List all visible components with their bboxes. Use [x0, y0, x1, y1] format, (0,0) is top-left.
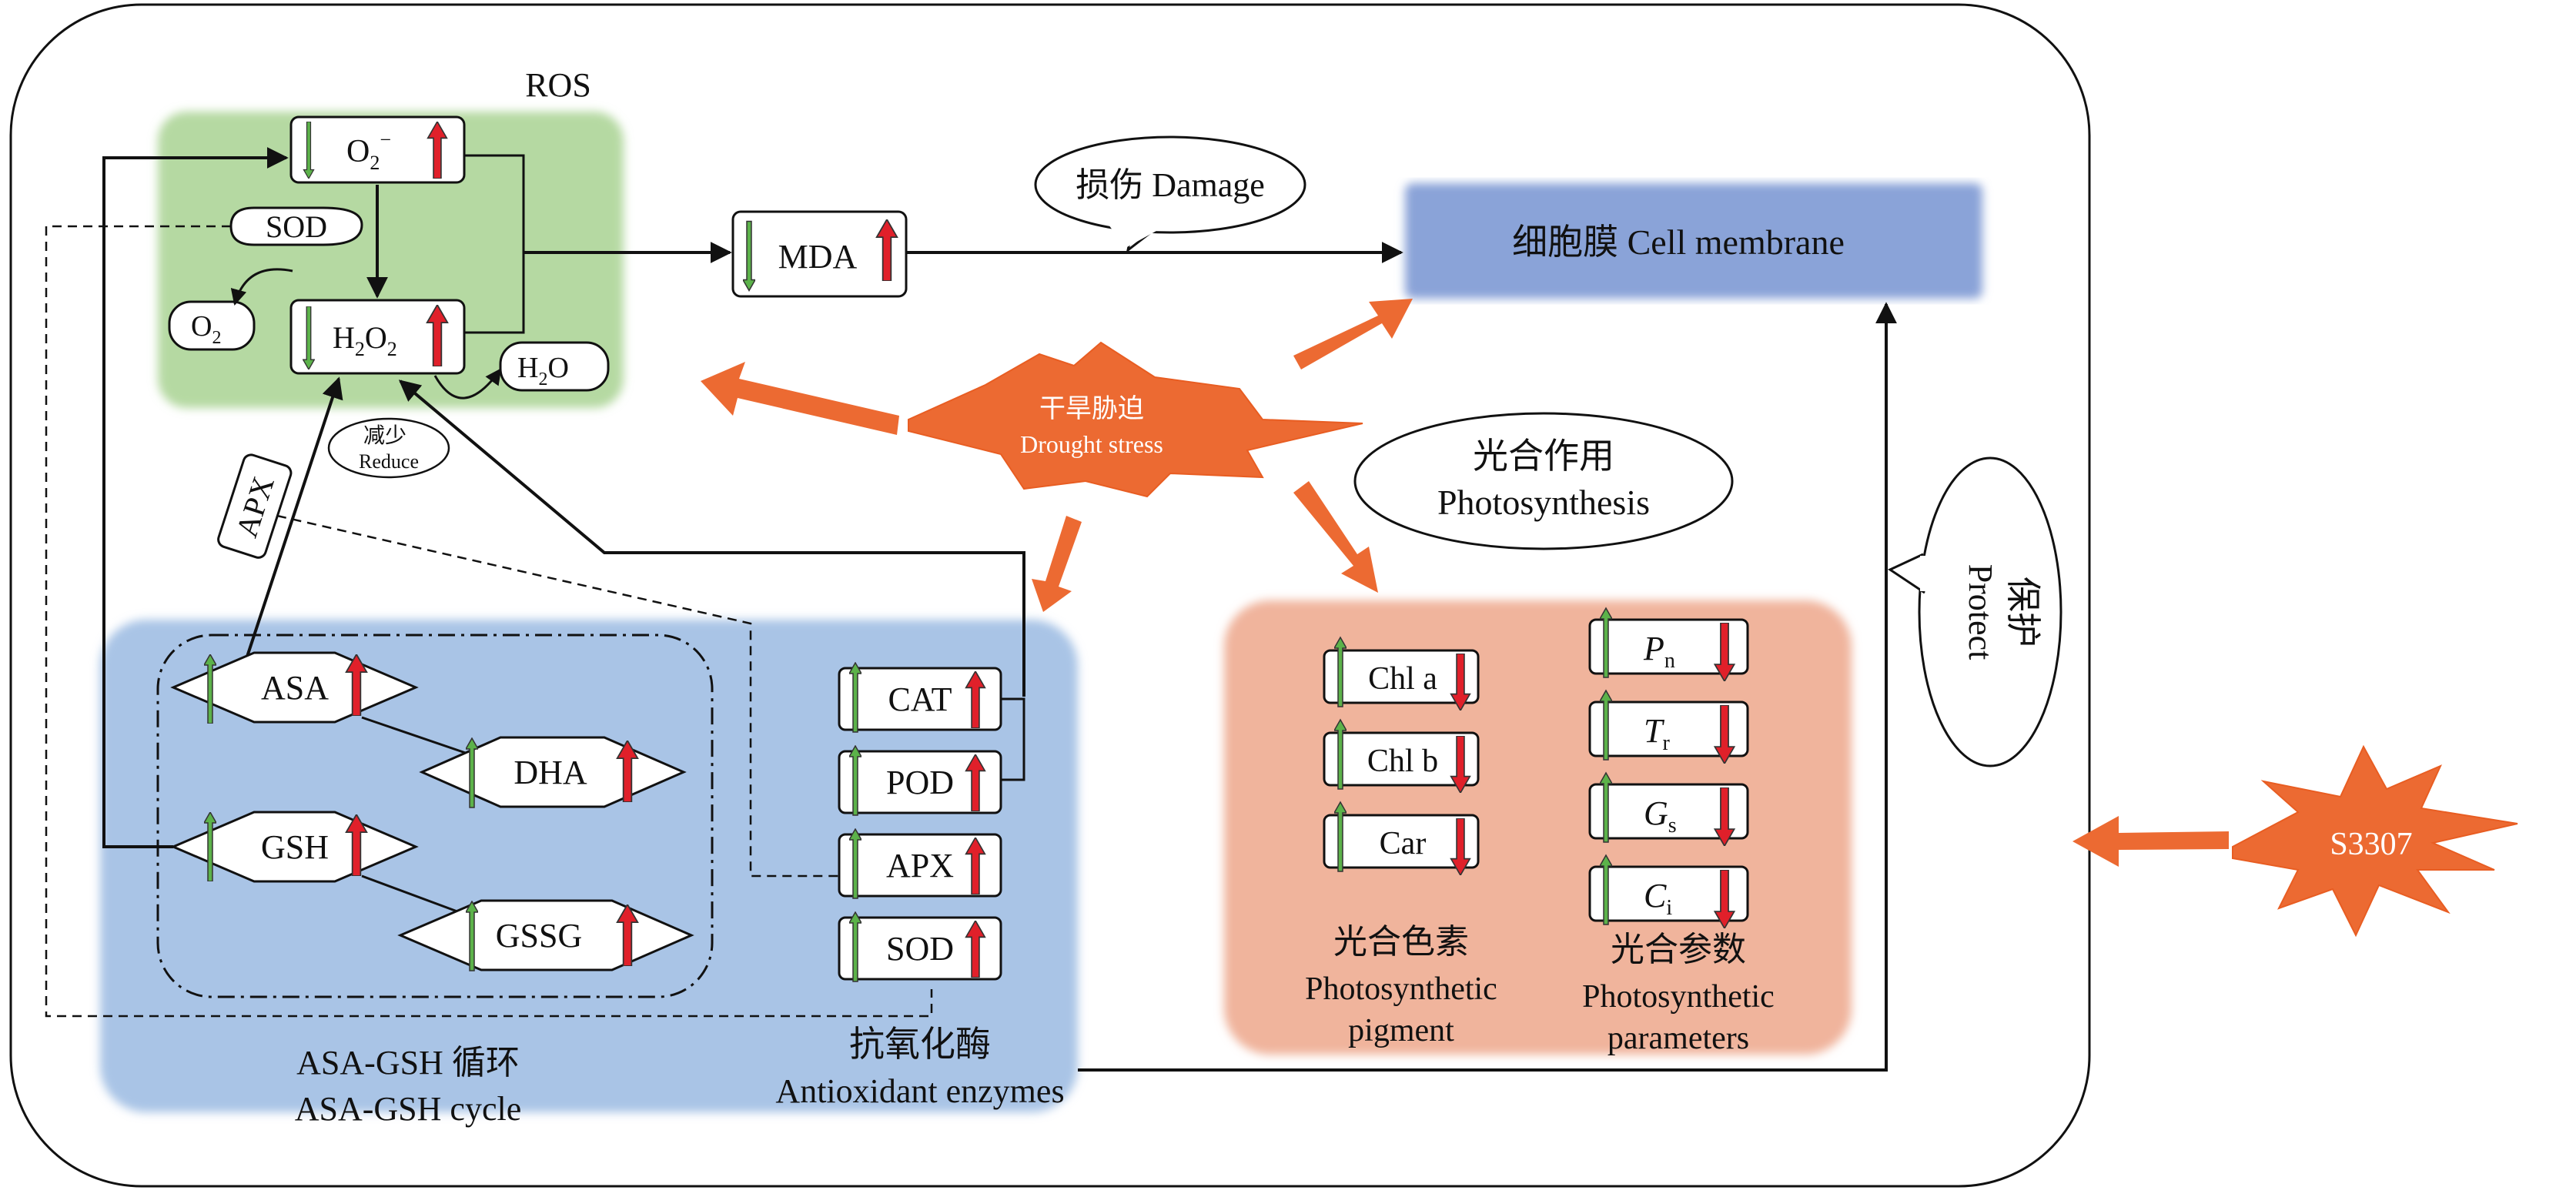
reduce-callout: 减少 Reduce: [327, 417, 450, 479]
o2-product: O2: [168, 300, 256, 351]
enzyme-cat: CAT: [838, 662, 1002, 733]
svg-text:Protect: Protect: [1962, 564, 1999, 660]
svg-text:O2: O2: [191, 310, 221, 348]
arrow-s3307-to-cell: [2073, 816, 2229, 867]
enzyme-label: APX: [886, 847, 954, 884]
svg-text:H2O2: H2O2: [333, 320, 397, 360]
photosynthesis-callout: 光合作用 Photosynthesis: [1353, 412, 1734, 550]
pigment-chl-a: Chl a: [1323, 637, 1480, 711]
svg-text:GSH: GSH: [261, 828, 329, 866]
pigment-label: Chl b: [1367, 744, 1438, 779]
h2o-product: H2O: [499, 341, 610, 392]
enzyme-sod: SOD: [838, 911, 1002, 982]
enzyme-pod: POD: [838, 745, 1002, 816]
svg-text:SOD: SOD: [266, 209, 327, 244]
ros-title: ROS: [525, 66, 591, 104]
enzyme-label: SOD: [886, 930, 954, 968]
param-gs: Gs: [1588, 772, 1749, 846]
params-label-en1: Photosynthetic: [1582, 979, 1775, 1015]
svg-text:DHA: DHA: [514, 754, 587, 791]
enzymes-label-en: Antioxidant enzymes: [775, 1072, 1064, 1110]
svg-text:损伤 Damage: 损伤 Damage: [1076, 166, 1265, 204]
enzymes-label-zh: 抗氧化酶: [849, 1025, 991, 1064]
param-label: Gs: [1644, 794, 1677, 838]
stress-arrows: [701, 299, 1413, 612]
pigment-chl-b: Chl b: [1323, 719, 1480, 793]
svg-text:光合作用: 光合作用: [1473, 436, 1614, 476]
ros-bracket: [464, 154, 525, 334]
param-label: Ci: [1644, 877, 1672, 920]
superoxide-sup: −: [380, 129, 391, 151]
cell-membrane-label: 细胞膜 Cell membrane: [1512, 222, 1845, 262]
svg-text:ASA: ASA: [261, 669, 329, 707]
pigments-label-en2: pigment: [1348, 1013, 1454, 1048]
enzyme-list: CAT POD APX SOD: [838, 662, 1002, 982]
asa-gsh-cycle-box: [156, 634, 714, 998]
s3307-burst: S3307: [2232, 744, 2518, 938]
params-label-zh: 光合参数: [1611, 931, 1746, 968]
svg-text:Photosynthesis: Photosynthesis: [1437, 483, 1650, 522]
gssg-node: GSSG: [397, 899, 694, 971]
pigment-car: Car: [1323, 801, 1480, 875]
gsh-node: GSH: [170, 811, 419, 883]
drought-stress-burst: 干旱胁迫 Drought stress: [908, 341, 1363, 498]
arrow-protect-to-membrane: [1078, 302, 1897, 1072]
param-label: Pn: [1643, 630, 1675, 673]
pigment-list: Chl a Chl b Car: [1323, 637, 1480, 875]
arrow-enzymes-to-h2o2: [398, 379, 1025, 697]
damage-callout: 损伤 Damage: [1034, 135, 1306, 253]
drought-en: Drought stress: [1020, 430, 1163, 458]
superoxide-node: O2−: [289, 115, 466, 184]
dha-node: DHA: [419, 736, 687, 808]
superoxide-sub: 2: [370, 152, 380, 174]
ros-region: [158, 112, 624, 408]
pigments-label-zh: 光合色素: [1333, 923, 1469, 961]
pigment-label: Car: [1380, 826, 1427, 861]
svg-text:Reduce: Reduce: [359, 450, 419, 473]
link-gsh-gssg: [361, 874, 470, 918]
asa-gsh-label-en: ASA-GSH cycle: [295, 1090, 522, 1128]
svg-text:GSSG: GSSG: [496, 917, 583, 955]
enzyme-label: POD: [886, 764, 954, 801]
h2o2-node: H2O2: [289, 299, 466, 375]
enzyme-apx: APX: [838, 828, 1002, 899]
enzyme-bracket: [1001, 697, 1025, 781]
curve-to-h2o: [433, 368, 502, 400]
param-label: Tr: [1644, 712, 1670, 755]
superoxide-base: O: [346, 134, 370, 169]
outer-cell-border: [9, 3, 2091, 1188]
sod-ros-tag: SOD: [229, 206, 363, 246]
svg-text:减少: 减少: [363, 423, 406, 448]
param-ci: Ci: [1588, 854, 1749, 928]
svg-text:H2O: H2O: [517, 352, 569, 390]
drought-zh: 干旱胁迫: [1039, 394, 1144, 423]
svg-text:O2−: O2−: [346, 129, 391, 174]
params-label-en2: parameters: [1607, 1021, 1749, 1056]
pigments-label-en1: Photosynthetic: [1305, 971, 1497, 1007]
antioxidant-region: [100, 620, 1078, 1112]
arrow-asa-to-h2o2: [243, 376, 343, 664]
mda-node: MDA: [731, 210, 908, 298]
param-tr: Tr: [1588, 690, 1749, 764]
asa-node: ASA: [170, 651, 419, 724]
mda-label: MDA: [778, 238, 858, 276]
pigment-label: Chl a: [1368, 661, 1437, 697]
enzyme-label: CAT: [888, 680, 952, 718]
asa-gsh-label-zh: ASA-GSH 循环: [296, 1044, 520, 1082]
curve-to-o2: [230, 268, 293, 306]
cell-membrane-box: [1405, 183, 1982, 299]
svg-text:保护: 保护: [2003, 577, 2042, 647]
apx-tag: APX: [217, 453, 293, 559]
param-pn: Pn: [1588, 607, 1749, 681]
protect-callout: 保护 Protect: [1887, 456, 2062, 767]
svg-text:S3307: S3307: [2330, 827, 2412, 862]
gsh-line-to-superoxide: [102, 147, 289, 848]
sod-dashed-loop: [45, 225, 933, 1018]
link-asa-dha: [361, 716, 482, 760]
